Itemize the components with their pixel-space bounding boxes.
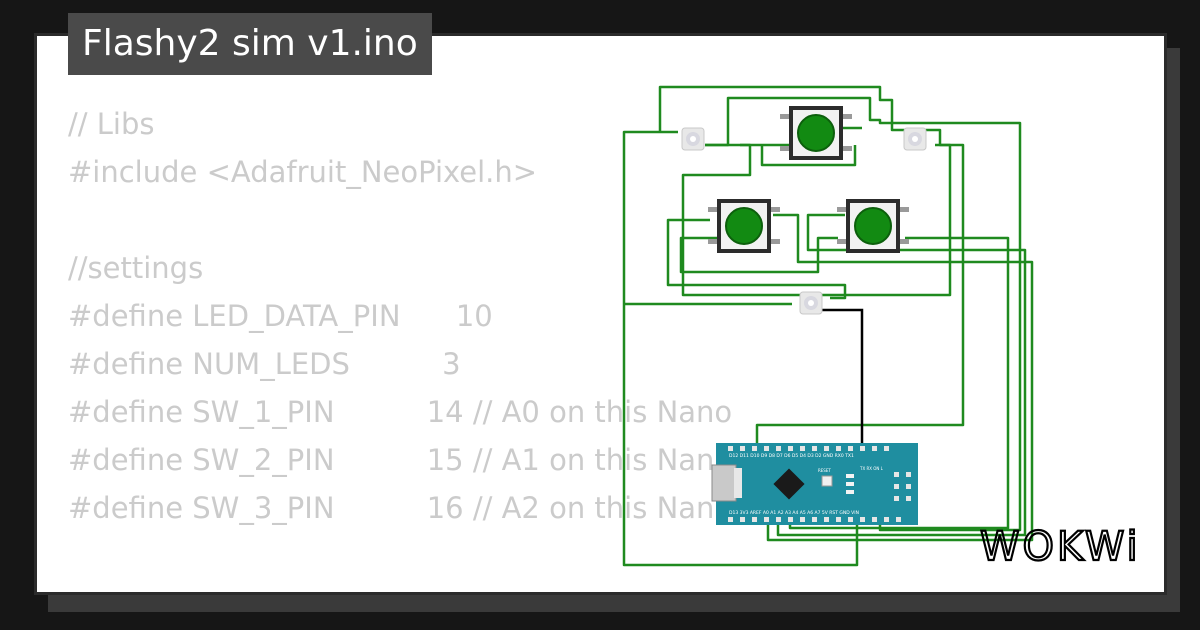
bottom-header-pins xyxy=(728,517,901,522)
preview-card: // Libs #include <Adafruit_NeoPixel.h> //s… xyxy=(34,33,1167,595)
wires xyxy=(622,85,1034,567)
mcu-chip xyxy=(773,468,805,500)
top-pin-labels: D12 D11 D10 D9 D8 D7 D6 D5 D4 D3 D2 GND … xyxy=(729,453,854,459)
neopixel-led xyxy=(799,291,823,315)
wokwi-logo: WOKWi xyxy=(980,523,1141,571)
arduino-nano: D12 D11 D10 D9 D8 D7 D6 D5 D4 D3 D2 GND … xyxy=(711,443,918,525)
side-labels: TX RX ON L xyxy=(859,466,884,471)
reset-button[interactable] xyxy=(821,475,833,487)
code-line: #define SW_1_PIN 14 // A0 on this Nano xyxy=(68,395,733,429)
neopixel-led xyxy=(903,127,927,151)
reset-label: RESET xyxy=(818,468,831,473)
code-line: //settings xyxy=(68,251,204,285)
code-line: // ... xyxy=(68,580,732,592)
icsp-pins xyxy=(894,472,911,501)
brand-logo-text: WOKWi xyxy=(980,524,1141,570)
usb-port-icon xyxy=(711,464,737,502)
code-line: #define LED_DATA_PIN 10 xyxy=(68,299,493,333)
pushbutton[interactable] xyxy=(780,106,852,160)
neopixel-led xyxy=(681,127,705,151)
code-line: // Libs xyxy=(68,107,155,141)
code-line: #include <Adafruit_NeoPixel.h> xyxy=(68,155,538,189)
top-header-pins xyxy=(728,446,889,451)
project-title: Flashy2 sim v1.ino xyxy=(68,13,432,75)
pushbutton[interactable] xyxy=(837,199,909,253)
data-wire xyxy=(822,308,864,446)
bottom-pin-labels: D13 3V3 AREF A0 A1 A2 A3 A4 A5 A6 A7 5V … xyxy=(729,510,859,516)
pushbutton[interactable] xyxy=(708,199,780,253)
code-editor: // Libs #include <Adafruit_NeoPixel.h> //s… xyxy=(68,100,733,592)
code-line: #define NUM_LEDS 3 xyxy=(68,347,461,381)
code-line: #define SW_2_PIN 15 // A1 on this Nano xyxy=(68,443,733,477)
code-line: #define SW_3_PIN 16 // A2 on this Nano xyxy=(68,491,733,525)
